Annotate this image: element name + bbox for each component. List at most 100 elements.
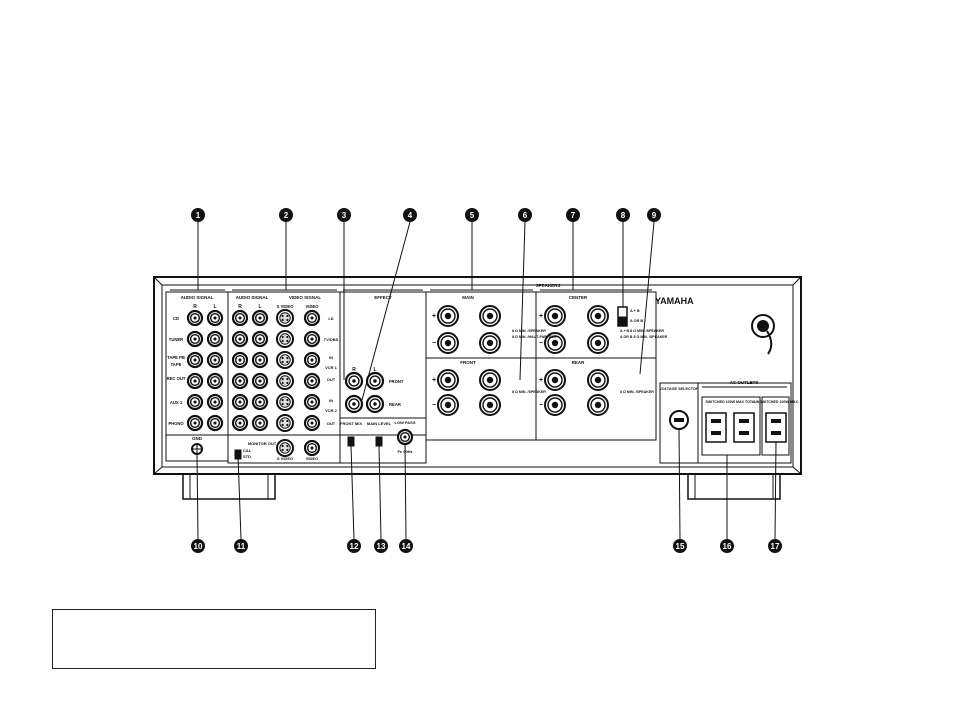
rear-panel <box>153 276 802 500</box>
label-unswitched: UNSWITCHED 100W MAX <box>754 400 798 404</box>
s-video-pin <box>286 356 289 360</box>
callout-8-ab-switch: 8 <box>616 208 630 222</box>
jack-pin <box>238 400 242 404</box>
label-low-pass: LOW PASS <box>394 420 415 425</box>
callout-number: 4 <box>408 211 413 220</box>
binding-post-center-rear <box>544 332 566 354</box>
jack-pin <box>310 446 314 450</box>
audio-jack-l <box>251 351 269 369</box>
outlet-slot <box>711 431 721 435</box>
callout-disc <box>465 208 479 222</box>
binding-post-center-rear <box>587 332 609 354</box>
label-voltage-selector: VOLTAGE SELECTOR <box>659 387 699 391</box>
s-video-pin <box>286 360 289 364</box>
leader-line-bottom <box>774 441 777 540</box>
callout-number: 16 <box>723 542 732 551</box>
callout-6-front-speakers: 6 <box>518 208 532 222</box>
monitor-video-jack <box>303 439 321 457</box>
jack-pin <box>213 337 217 341</box>
effect-label-front: FRONT <box>389 379 404 384</box>
jack-pin <box>258 358 262 362</box>
callout-disc <box>566 208 580 222</box>
callout-5-main-speakers: 5 <box>465 208 479 222</box>
polarity-mark: + <box>539 377 543 384</box>
switched-outlets-box <box>701 396 761 456</box>
jack-pin <box>213 421 217 425</box>
jack-pin <box>238 421 242 425</box>
video-jack <box>303 351 321 369</box>
effect-rear-l-jack <box>365 394 385 414</box>
audio-jack-l <box>251 414 269 432</box>
video-jack <box>303 309 321 327</box>
jack-pin <box>213 400 217 404</box>
audio-jack-l <box>251 330 269 348</box>
s-video-pin <box>286 444 289 448</box>
chassis-bevel-br <box>792 466 802 475</box>
front-mix-switch <box>347 436 355 447</box>
input-label-rec-out: REC OUT <box>167 376 186 381</box>
outlet-slot <box>739 431 749 435</box>
binding-post-center <box>594 312 602 320</box>
s-video-pin <box>286 314 289 318</box>
audio-jack-l <box>251 372 269 390</box>
switched-outlet <box>733 412 755 443</box>
s-video-pin <box>281 318 284 322</box>
callout-number: 15 <box>676 542 685 551</box>
audio-jack-r <box>186 414 204 432</box>
input-board <box>165 291 427 436</box>
video-label: VCR 1 <box>325 365 338 370</box>
audio-jack-r <box>186 330 204 348</box>
binding-post-center-rear <box>587 394 609 416</box>
jack-pin <box>310 316 314 320</box>
chassis-bevel-tr <box>792 276 802 286</box>
audio-jack-r <box>186 309 204 327</box>
chassis-bevel-tl <box>153 276 163 286</box>
callout-7-center-speakers: 7 <box>566 208 580 222</box>
label-ab-switch-2: A OR B <box>630 319 643 323</box>
audio-jack-r <box>231 330 249 348</box>
impedance-rear: 8 Ω MIN. /SPEAKER <box>620 390 654 394</box>
s-video-inner <box>279 312 291 324</box>
jack-pin <box>213 316 217 320</box>
audio-jack-r <box>231 393 249 411</box>
callout-disc <box>403 208 417 222</box>
callout-16-switched-outlets: 16 <box>720 539 734 553</box>
monitor-s-video-jack <box>276 439 294 457</box>
video-label: IN <box>329 355 333 360</box>
polarity-mark: − <box>539 340 543 347</box>
callout-10-gnd: 10 <box>191 539 205 553</box>
callout-disc <box>399 539 413 553</box>
leader-line-bottom <box>350 445 355 540</box>
col-header-s-video: S VIDEO <box>277 304 295 309</box>
jack-pin <box>193 421 197 425</box>
polarity-mark: + <box>432 313 436 320</box>
jack-pin <box>193 379 197 383</box>
leader-line-bottom <box>237 454 242 540</box>
callout-1-audio-inputs: 1 <box>191 208 205 222</box>
power-cord-cable <box>766 330 773 355</box>
jack-pin <box>258 421 262 425</box>
s-video-inner <box>279 417 291 429</box>
binding-post-center <box>551 312 559 320</box>
binding-post-center <box>486 401 494 409</box>
s-video-pin <box>281 444 284 448</box>
effect-label-r: R <box>352 367 356 373</box>
s-video-pin <box>286 377 289 381</box>
binding-post-main-front <box>437 369 459 391</box>
s-video-inner <box>279 333 291 345</box>
s-video-jack <box>276 309 294 327</box>
audio-jack-l <box>251 309 269 327</box>
jack-pin <box>258 337 262 341</box>
jack-pin <box>193 337 197 341</box>
s-video-pin <box>286 448 289 452</box>
binding-post-center <box>486 376 494 384</box>
s-video-pin <box>286 339 289 343</box>
polarity-mark: + <box>539 313 543 320</box>
label-front: FRONT <box>460 360 476 365</box>
ac-outlets-box <box>697 382 792 464</box>
callout-disc <box>518 208 532 222</box>
jack-pin <box>213 358 217 362</box>
s-video-pin <box>281 448 284 452</box>
leader-line-top <box>519 221 526 381</box>
jack-pin <box>238 337 242 341</box>
